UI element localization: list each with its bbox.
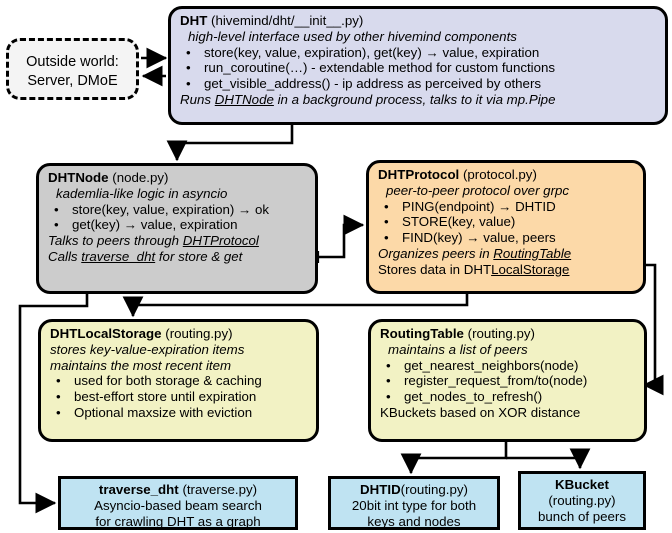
dhtnode-bullet-0: store(key, value, expiration) → ok xyxy=(48,202,315,218)
dhtnode-footer2-post: for store & get xyxy=(155,248,243,264)
dhtprotocol-bullet-0: PING(endpoint) → DHTID xyxy=(378,199,643,215)
dht-footer-link-dhtnode[interactable]: DHTNode xyxy=(214,91,274,107)
outside-world-line2: Server, DMoE xyxy=(27,73,118,89)
dhtnode-footer1-pre: Talks to peers through xyxy=(48,233,183,249)
routingtable-bullet-0: get_nearest_neighbors(node) xyxy=(380,358,644,374)
dhtprotocol-footer1-link-routingtable[interactable]: RoutingTable xyxy=(493,245,572,261)
kbucket-title: KBucket xyxy=(555,477,609,492)
dht-footer-pre: Runs xyxy=(180,91,215,107)
dhtid-title: DHTID xyxy=(360,482,401,497)
dht-title: DHT xyxy=(180,13,208,28)
dht-bullet-list: store(key, value, expiration), get(key) … xyxy=(180,45,665,92)
dhtlocalstorage-node: DHTLocalStorage (routing.py) stores key-… xyxy=(38,319,319,442)
localstorage-bullet-1: best-effort store until expiration xyxy=(50,389,316,405)
dhtprotocol-bullet-1: STORE(key, value) xyxy=(378,214,643,230)
dhtnode-module: (node.py) xyxy=(112,170,169,185)
dht-module: (hivemind/dht/__init__.py) xyxy=(211,13,364,28)
dhtprotocol-footer1-pre: Organizes peers in xyxy=(378,245,494,261)
dhtprotocol-bullet-2: FIND(key) → value, peers xyxy=(378,230,643,246)
routingtable-subtitle: maintains a list of peers xyxy=(388,341,528,357)
dhtnode-bullet-1: get(key) → value, expiration xyxy=(48,217,315,233)
routingtable-bullet-2: get_nodes_to_refresh() xyxy=(380,389,644,405)
dhtprotocol-footer-2: Stores data in DHTLocalStorage xyxy=(378,262,643,278)
outside-world-node: Outside world: Server, DMoE xyxy=(6,38,139,100)
dhtprotocol-header: DHTProtocol (protocol.py) xyxy=(378,167,643,183)
routingtable-bullet-1: register_request_from/to(node) xyxy=(380,373,644,389)
dhtprotocol-title: DHTProtocol xyxy=(378,167,460,182)
kbucket-module: (routing.py) xyxy=(548,492,616,508)
dhtprotocol-bullet-list: PING(endpoint) → DHTID STORE(key, value)… xyxy=(378,199,643,246)
dhtprotocol-footer-1: Organizes peers in RoutingTable xyxy=(378,246,643,262)
dht-bullet-0: store(key, value, expiration), get(key) … xyxy=(180,45,665,61)
dhtnode-footer1-link-dhtprotocol[interactable]: DHTProtocol xyxy=(182,233,259,249)
wire-dhtprotocol-to-localstorage xyxy=(122,294,469,318)
localstorage-subtitle-2: maintains the most recent item xyxy=(50,357,232,373)
kbucket-line-1: bunch of peers xyxy=(538,508,626,524)
routingtable-node: RoutingTable (routing.py) maintains a li… xyxy=(368,319,647,442)
dhtid-module: (routing.py) xyxy=(400,482,468,497)
localstorage-module: (routing.py) xyxy=(165,326,233,341)
traverse-header: traverse_dht (traverse.py) xyxy=(61,482,295,498)
routingtable-title: RoutingTable xyxy=(380,326,464,341)
dht-footer: Runs DHTNode in a background process, ta… xyxy=(180,92,665,108)
localstorage-header: DHTLocalStorage (routing.py) xyxy=(50,326,316,342)
dhtnode-header: DHTNode (node.py) xyxy=(48,170,315,186)
routingtable-header: RoutingTable (routing.py) xyxy=(380,326,644,342)
localstorage-title: DHTLocalStorage xyxy=(50,326,162,341)
dhtprotocol-node: DHTProtocol (protocol.py) peer-to-peer p… xyxy=(366,160,646,294)
dhtnode-footer2-link-traverse-dht[interactable]: traverse_dht xyxy=(81,248,156,264)
traverse-line-1: Asyncio-based beam search xyxy=(94,497,262,513)
traverse-module: (traverse.py) xyxy=(182,482,258,497)
dhtnode-footer2-pre: Calls xyxy=(48,248,82,264)
dhtprotocol-footer2-pre: Stores data in DHT xyxy=(378,261,492,277)
dht-bullet-1: run_coroutine(…) - extendable method for… xyxy=(180,60,665,76)
dhtprotocol-footer2-link-localstorage[interactable]: LocalStorage xyxy=(491,261,570,277)
outside-world-label: Outside world: Server, DMoE xyxy=(9,41,136,91)
outside-world-line1: Outside world: xyxy=(26,54,119,70)
dht-header: DHT (hivemind/dht/__init__.py) xyxy=(180,13,665,29)
localstorage-bullet-0: used for both storage & caching xyxy=(50,373,316,389)
dhtprotocol-module: (protocol.py) xyxy=(462,167,537,182)
dhtnode-bullet-list: store(key, value, expiration) → ok get(k… xyxy=(48,202,315,234)
routingtable-footer: KBuckets based on XOR distance xyxy=(380,404,581,420)
dhtnode-footer-1: Talks to peers through DHTProtocol xyxy=(48,233,315,249)
dhtnode-node: DHTNode (node.py) kademlia-like logic in… xyxy=(36,163,318,294)
dht-subtitle: high-level interface used by other hivem… xyxy=(188,28,517,44)
routingtable-bullet-list: get_nearest_neighbors(node) register_req… xyxy=(380,358,644,405)
dhtprotocol-subtitle: peer-to-peer protocol over grpc xyxy=(386,182,570,198)
localstorage-subtitle-1: stores key-value-expiration items xyxy=(50,341,245,357)
wire-dhtnode-to-dhtprotocol xyxy=(318,214,365,259)
routingtable-module: (routing.py) xyxy=(467,326,535,341)
traverse-line-2: for crawling DHT as a graph xyxy=(95,513,261,529)
wire-routingtable-to-dhtid xyxy=(400,442,508,475)
localstorage-bullet-list: used for both storage & caching best-eff… xyxy=(50,373,316,420)
dht-node: DHT (hivemind/dht/__init__.py) high-leve… xyxy=(168,6,668,125)
dhtid-header: DHTID(routing.py) xyxy=(331,482,497,498)
traverse-title: traverse_dht xyxy=(98,482,179,497)
localstorage-bullet-2: Optional maxsize with eviction xyxy=(50,405,316,421)
dhtid-line-1: 20bit int type for both xyxy=(351,497,477,513)
dhtnode-subtitle: kademlia-like logic in asyncio xyxy=(56,185,228,201)
dht-footer-post: in a background process, talks to it via… xyxy=(273,91,556,107)
wire-routingtable-to-kbucket xyxy=(506,448,591,470)
dhtnode-title: DHTNode xyxy=(48,170,109,185)
traverse-dht-node: traverse_dht (traverse.py) Asyncio-based… xyxy=(58,476,298,530)
dhtnode-footer-2: Calls traverse_dht for store & get xyxy=(48,249,315,265)
dhtid-line-2: keys and nodes xyxy=(367,513,461,529)
wire-dht-to-dhtnode xyxy=(166,125,294,162)
kbucket-node: KBucket (routing.py) bunch of peers xyxy=(518,471,646,530)
dht-bullet-2: get_visible_address() - ip address as pe… xyxy=(180,76,665,92)
dhtid-node: DHTID(routing.py) 20bit int type for bot… xyxy=(328,476,500,530)
